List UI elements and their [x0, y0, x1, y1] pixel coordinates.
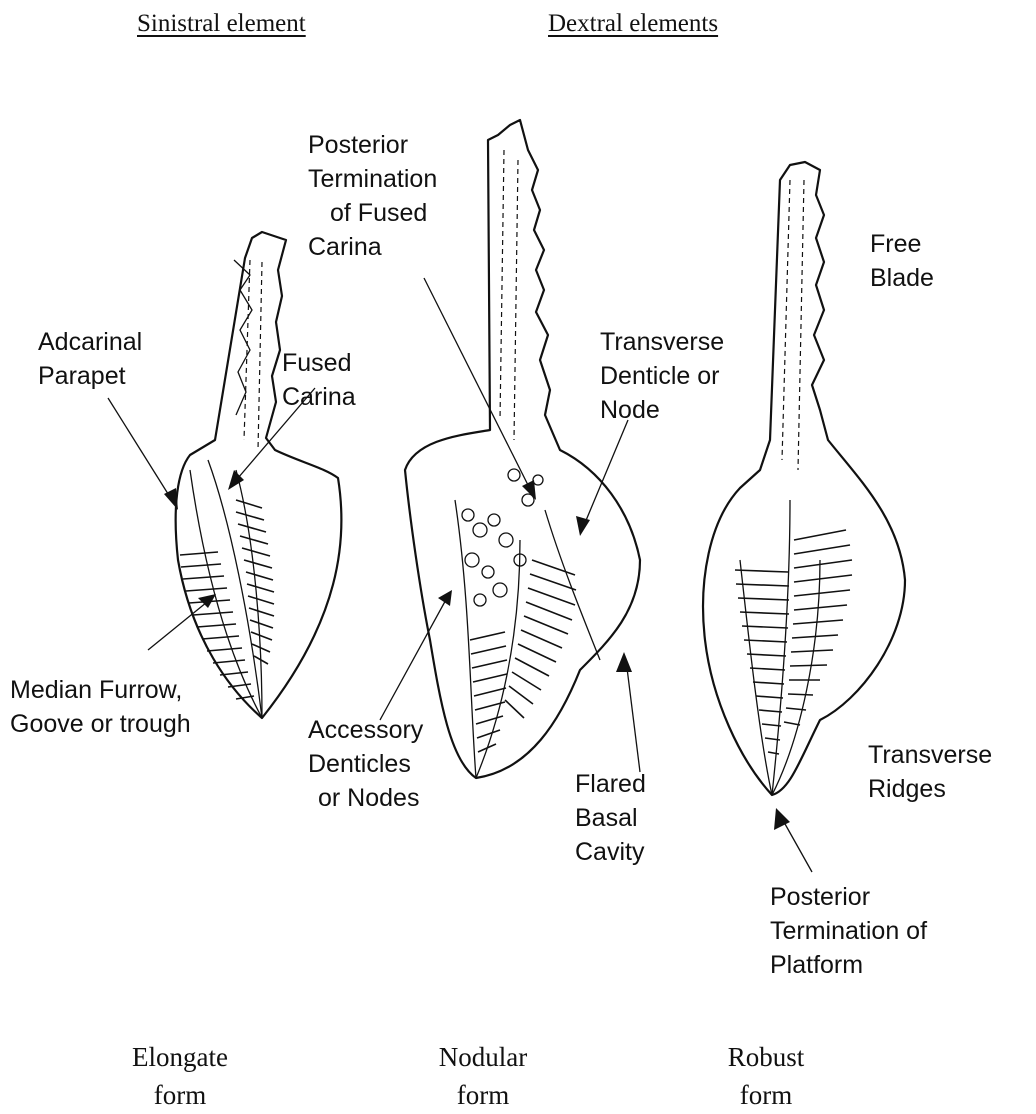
- label-line: Transverse: [600, 325, 724, 359]
- label-accessory-denticles: Accessory Denticles or Nodes: [308, 713, 423, 815]
- label-median-furrow: Median Furrow, Goove or trough: [10, 673, 191, 741]
- label-line: Blade: [870, 261, 934, 295]
- caption-robust-form: Robust form: [676, 1038, 856, 1114]
- label-line: of Fused: [308, 196, 437, 230]
- robust-transverse-ridges: [735, 530, 852, 754]
- label-adcarinal-parapet: Adcarinal Parapet: [38, 325, 142, 393]
- label-line: Posterior: [308, 128, 437, 162]
- label-line: Fused: [282, 346, 356, 380]
- label-transverse-ridges: Transverse Ridges: [868, 738, 992, 806]
- label-line: Ridges: [868, 772, 992, 806]
- elongate-transverse-ridges: [180, 500, 274, 699]
- label-line: Flared: [575, 767, 646, 801]
- caption-line: form: [393, 1076, 573, 1114]
- label-free-blade: Free Blade: [870, 227, 934, 295]
- label-line: Node: [600, 393, 724, 427]
- label-line: Free: [870, 227, 934, 261]
- label-line: Denticle or: [600, 359, 724, 393]
- label-line: Platform: [770, 948, 927, 982]
- label-line: Adcarinal: [38, 325, 142, 359]
- label-line: Transverse: [868, 738, 992, 772]
- nodular-specimen: [405, 120, 640, 778]
- elongate-specimen: [176, 232, 342, 718]
- label-line: Denticles: [308, 747, 423, 781]
- label-line: Termination: [308, 162, 437, 196]
- label-line: Carina: [308, 230, 437, 264]
- caption-line: Nodular: [393, 1038, 573, 1076]
- label-line: Goove or trough: [10, 707, 191, 741]
- label-line: Basal: [575, 801, 646, 835]
- caption-nodular-form: Nodular form: [393, 1038, 573, 1114]
- caption-line: Elongate: [90, 1038, 270, 1076]
- label-line: or Nodes: [308, 781, 423, 815]
- label-posterior-termination-platform: Posterior Termination of Platform: [770, 880, 927, 982]
- caption-line: form: [90, 1076, 270, 1114]
- label-fused-carina: Fused Carina: [282, 346, 356, 414]
- label-line: Accessory: [308, 713, 423, 747]
- label-line: Posterior: [770, 880, 927, 914]
- label-line: Carina: [282, 380, 356, 414]
- caption-line: Robust: [676, 1038, 856, 1076]
- label-line: Cavity: [575, 835, 646, 869]
- label-posterior-termination-fused-carina: Posterior Termination of Fused Carina: [308, 128, 437, 264]
- label-line: Median Furrow,: [10, 673, 191, 707]
- nodular-transverse-ridges: [470, 560, 576, 752]
- caption-line: form: [676, 1076, 856, 1114]
- label-line: Termination of: [770, 914, 927, 948]
- caption-elongate-form: Elongate form: [90, 1038, 270, 1114]
- label-flared-basal-cavity: Flared Basal Cavity: [575, 767, 646, 869]
- label-transverse-denticle: Transverse Denticle or Node: [600, 325, 724, 427]
- label-line: Parapet: [38, 359, 142, 393]
